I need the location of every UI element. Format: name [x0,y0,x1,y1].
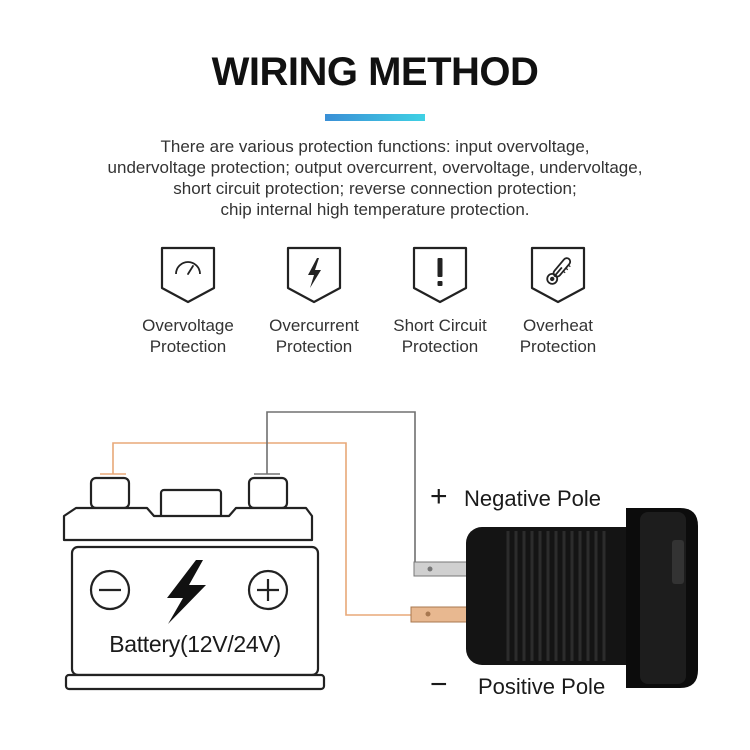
feature-label: Protection [149,337,227,356]
description-line: undervoltage protection; output overcurr… [107,158,643,177]
thermometer-icon [530,246,586,304]
feature-overheat: Overheat Protection [493,244,623,357]
feature-overvoltage: Overvoltage Protection [123,244,253,357]
positive-wire [112,442,420,616]
feature-label: Overcurrent [269,316,359,335]
feature-overcurrent: Overcurrent Protection [249,244,379,357]
battery-label: Battery(12V/24V) [109,631,281,657]
minus-sign: − [430,668,448,701]
title-accent-bar [325,114,425,121]
feature-label: Protection [275,337,353,356]
lightning-icon [286,246,342,304]
negative-pole-label: + Negative Pole [430,480,601,514]
feature-label: Protection [401,337,479,356]
battery-minus-icon [89,569,131,611]
feature-label: Overheat [523,316,593,335]
description-line: There are various protection functions: … [160,137,590,156]
protection-features: Overvoltage Protection Overcurrent Prote… [0,244,750,374]
battery-lightning-icon [167,560,206,624]
page-title: WIRING METHOD [211,50,539,94]
exclamation-icon [412,246,468,304]
positive-pole-text: Positive Pole [478,674,606,699]
feature-label: Protection [519,337,597,356]
feature-label: Short Circuit [393,316,487,335]
battery-plus-icon [247,569,289,611]
usb-socket [410,508,698,688]
description-line: short circuit protection; reverse connec… [173,179,577,198]
description-line: chip internal high temperature protectio… [220,200,530,219]
negative-pole-text: Negative Pole [464,486,601,511]
feature-label: Overvoltage [142,316,234,335]
positive-pole-label: − Positive Pole [430,668,605,702]
gauge-icon [160,246,216,304]
description: There are various protection functions: … [40,136,710,220]
feature-short-circuit: Short Circuit Protection [375,244,505,357]
battery [62,476,326,691]
plus-sign: + [430,480,448,513]
